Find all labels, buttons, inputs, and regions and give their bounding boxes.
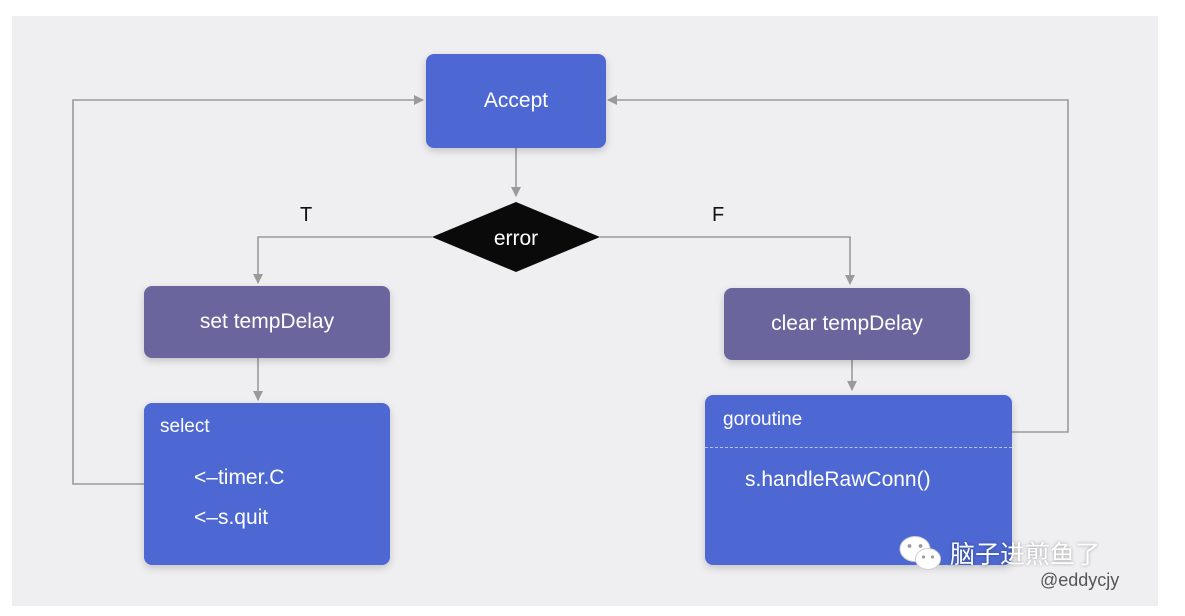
true-branch-label: T xyxy=(300,204,313,226)
error-label: error xyxy=(493,227,539,250)
error-diamond xyxy=(432,202,600,272)
edge-error-to-clear xyxy=(600,236,855,285)
false-branch-label: F xyxy=(712,204,725,226)
set-temp-delay-node: set tempDelay xyxy=(144,286,390,358)
edge-goroutine-loop xyxy=(607,95,1069,433)
set-temp-delay-label: set tempDelay xyxy=(199,310,335,333)
accept-label: Accept xyxy=(483,89,549,112)
watermark-handle: @eddycjy xyxy=(1040,570,1120,590)
select-case-quit: <–s.quit xyxy=(194,506,269,529)
clear-temp-delay-node: clear tempDelay xyxy=(724,288,970,360)
select-case-timer: <–timer.C xyxy=(194,466,285,489)
accept-node: Accept xyxy=(426,54,606,148)
select-title: select xyxy=(160,416,210,437)
edge-select-loop xyxy=(72,95,424,485)
watermark: 脑子进煎鱼了 xyxy=(898,534,1100,572)
goroutine-divider xyxy=(705,447,1012,448)
watermark-text: 脑子进煎鱼了 xyxy=(950,541,1101,569)
goroutine-node: goroutine s.handleRawConn() xyxy=(705,395,1012,565)
goroutine-title: goroutine xyxy=(723,409,803,430)
clear-temp-delay-label: clear tempDelay xyxy=(771,312,923,335)
select-node: select <–timer.C <–s.quit xyxy=(144,403,390,565)
wechat-icon xyxy=(899,536,941,570)
edge-error-to-set xyxy=(253,236,432,284)
goroutine-call: s.handleRawConn() xyxy=(745,468,931,491)
